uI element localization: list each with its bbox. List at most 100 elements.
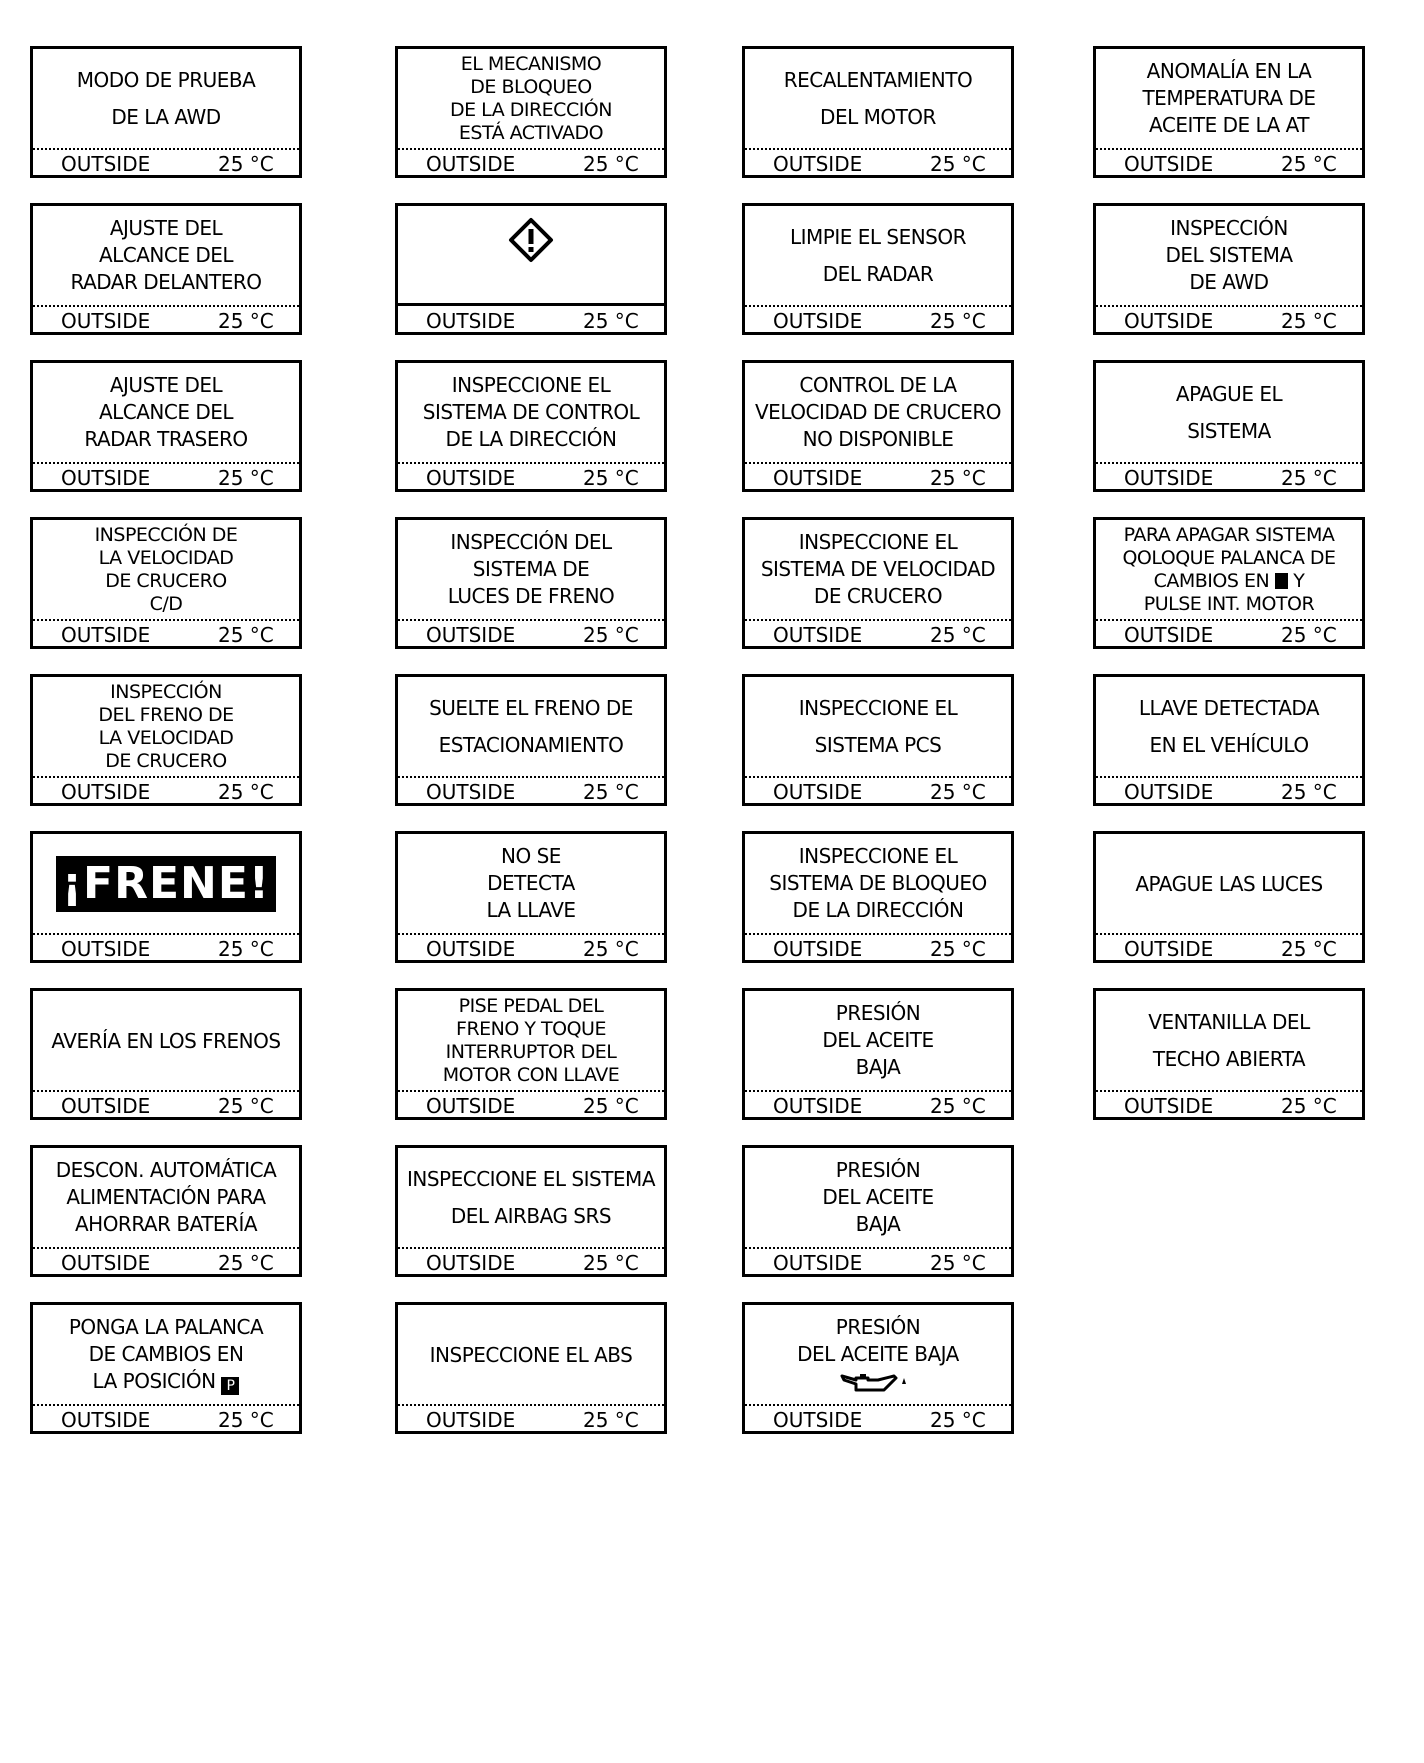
- message-line-text: MODO DE PRUEBA: [76, 67, 256, 92]
- message-line: LA VELOCIDAD: [99, 727, 234, 750]
- park-position-icon: P: [221, 1377, 240, 1395]
- message-line: SISTEMA PCS: [815, 727, 942, 764]
- message-line-text: AJUSTE DEL: [109, 216, 223, 240]
- message-line-text: DEL ACEITE BAJA: [797, 1341, 959, 1366]
- warning-diamond-icon: [509, 218, 553, 262]
- message-line-text: RADAR DELANTERO: [70, 270, 262, 294]
- gear-position-box-icon: [1274, 572, 1288, 589]
- message-line-text: DE LA DIRECCIÓN: [445, 427, 617, 451]
- message-line: DEL ACEITE: [822, 1184, 934, 1211]
- divider: [33, 1404, 299, 1406]
- message-line-text: DE CRUCERO: [105, 749, 227, 772]
- divider: [398, 148, 664, 150]
- outside-label: OUTSIDE: [1124, 937, 1214, 961]
- message-line-text: PRESIÓN: [835, 1314, 921, 1339]
- message-line: INSPECCIÓN DE: [95, 524, 238, 547]
- message-line: PONGA LA PALANCA: [69, 1314, 264, 1341]
- temperature-value: 25 °C: [1281, 1094, 1337, 1118]
- message-line: LA LLAVE: [486, 897, 576, 924]
- divider: [398, 1090, 664, 1092]
- temperature-value: 25 °C: [930, 309, 986, 333]
- message-line-text: ANOMALÍA EN LA: [1146, 59, 1312, 83]
- message-line: DE LA DIRECCIÓN: [793, 897, 964, 924]
- divider: [1096, 619, 1362, 621]
- message-line-text: PRESIÓN: [835, 1001, 921, 1025]
- message-line-text: QOLOQUE PALANCA DE: [1122, 546, 1336, 569]
- message-line: NO DISPONIBLE: [803, 426, 954, 453]
- outside-label: OUTSIDE: [426, 1094, 516, 1118]
- outside-label: OUTSIDE: [773, 1251, 863, 1275]
- message-line: SISTEMA DE CONTROL: [423, 399, 640, 426]
- divider: [745, 305, 1011, 307]
- message-line: PRESIÓN: [835, 1000, 921, 1027]
- temperature-value: 25 °C: [1281, 466, 1337, 490]
- outside-label: OUTSIDE: [426, 1251, 516, 1275]
- message-line: DEL FRENO DE: [98, 704, 234, 727]
- message-line-text: DEL SISTEMA: [1165, 243, 1293, 267]
- message-line-text: LUCES DE FRENO: [447, 584, 615, 608]
- message-line: INSPECCIONE EL SISTEMA: [407, 1161, 656, 1198]
- divider: [398, 933, 664, 935]
- message-line: APAGUE EL: [1175, 376, 1283, 413]
- message-line: MOTOR CON LLAVE: [443, 1064, 620, 1087]
- temperature-value: 25 °C: [583, 780, 639, 804]
- temperature-value: 25 °C: [583, 623, 639, 647]
- message-line-text: DEL AIRBAG SRS: [450, 1203, 612, 1228]
- divider: [398, 1247, 664, 1249]
- outside-label: OUTSIDE: [61, 1094, 151, 1118]
- divider: [398, 1404, 664, 1406]
- message-line: BAJA: [856, 1054, 901, 1081]
- message-line: AHORRAR BATERÍA: [75, 1211, 258, 1238]
- temperature-value: 25 °C: [218, 937, 274, 961]
- message-line-text: INSPECCIONE EL: [798, 844, 958, 868]
- message-line: DEL ACEITE BAJA: [797, 1341, 959, 1368]
- message-line-text: TECHO ABIERTA: [1152, 1046, 1306, 1071]
- divider: [1096, 933, 1362, 935]
- divider: [745, 462, 1011, 464]
- temperature-value: 25 °C: [218, 309, 274, 333]
- message-line: ESTACIONAMIENTO: [439, 727, 624, 764]
- message-line-text: APAGUE EL: [1175, 381, 1283, 406]
- divider: [745, 148, 1011, 150]
- temperature-value: 25 °C: [930, 1408, 986, 1432]
- message-line-text: TEMPERATURA DE: [1142, 86, 1316, 110]
- message-line: INSPECCIÓN: [1170, 215, 1288, 242]
- message-line: AJUSTE DEL: [109, 215, 223, 242]
- divider: [398, 619, 664, 621]
- message-line: SISTEMA DE: [473, 556, 590, 583]
- message-line-text: DEL ACEITE: [822, 1185, 934, 1209]
- outside-label: OUTSIDE: [61, 152, 151, 176]
- message-line: AVERÍA EN LOS FRENOS: [51, 1026, 281, 1056]
- message-line-text: PRESIÓN: [835, 1158, 921, 1182]
- message-line-text: CAMBIOS EN: [1153, 569, 1270, 592]
- divider: [1096, 462, 1362, 464]
